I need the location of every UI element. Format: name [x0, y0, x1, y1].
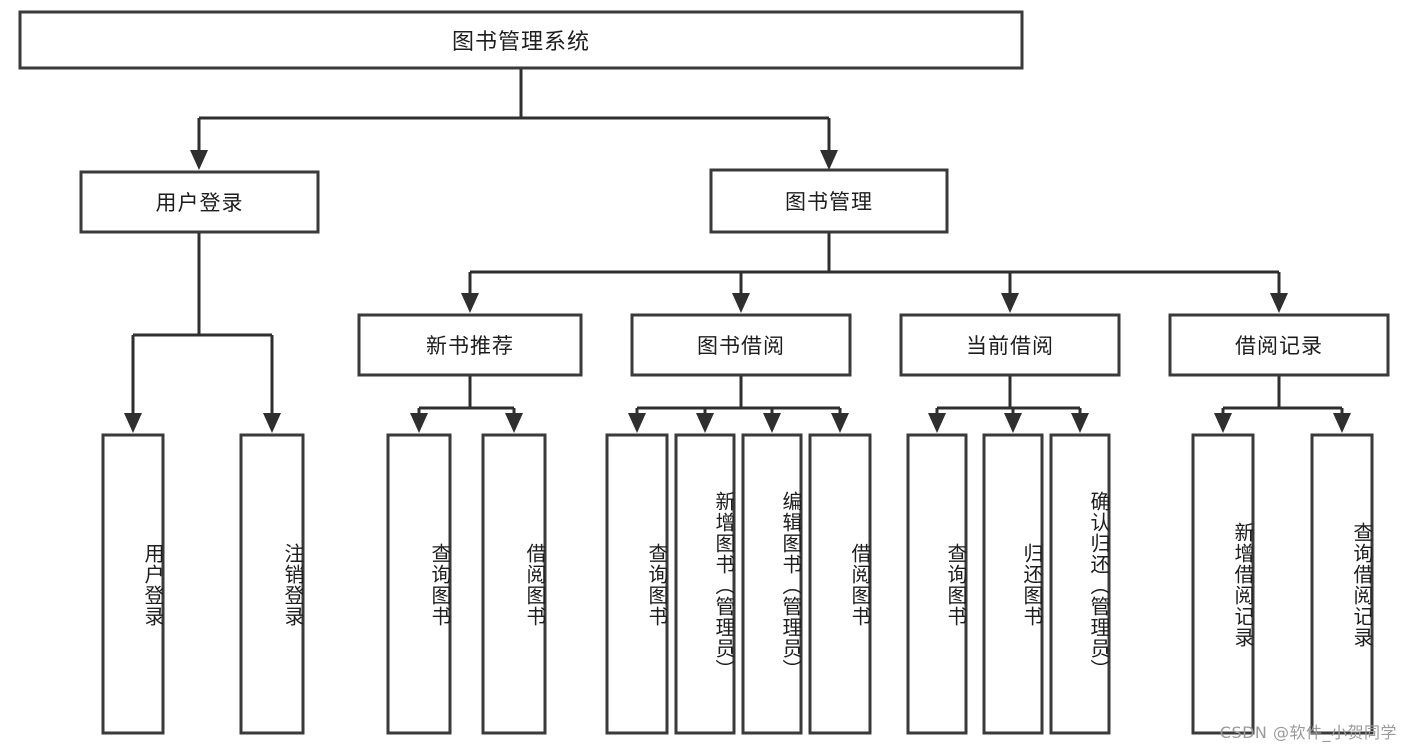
- node-box-leaf-query-book-3[interactable]: [906, 433, 968, 735]
- node-box-leaf-borrow-book-1[interactable]: [481, 433, 547, 735]
- arrow-head: [820, 150, 838, 170]
- arrow-head: [410, 413, 428, 433]
- arrow-head: [1071, 413, 1089, 433]
- node-box-leaf-edit-book[interactable]: [741, 433, 803, 735]
- node-box-leaf-query-record[interactable]: [1310, 433, 1374, 735]
- node-box-leaf-query-book-2[interactable]: [605, 433, 669, 735]
- node-box-leaf-query-book-1[interactable]: [386, 433, 452, 735]
- arrow-head: [1004, 413, 1022, 433]
- node-box-borrow-record[interactable]: [1168, 313, 1390, 377]
- watermark-text: CSDN @软件_小贺同学: [1219, 723, 1397, 742]
- node-box-leaf-confirm-return[interactable]: [1049, 433, 1111, 735]
- node-box-layer: [18, 10, 1390, 735]
- node-box-leaf-add-record[interactable]: [1191, 433, 1255, 735]
- arrow-head: [831, 413, 849, 433]
- arrow-head: [263, 413, 281, 433]
- arrow-head: [505, 413, 523, 433]
- arrow-head: [1333, 413, 1351, 433]
- arrow-head: [1001, 293, 1019, 313]
- node-box-book-manage[interactable]: [709, 168, 949, 234]
- node-box-leaf-add-book[interactable]: [674, 433, 736, 735]
- node-box-current-borrow[interactable]: [899, 313, 1121, 377]
- node-box-user-login[interactable]: [79, 170, 320, 234]
- arrow-head: [928, 413, 946, 433]
- arrow-head: [628, 413, 646, 433]
- node-box-book-borrow[interactable]: [630, 313, 852, 377]
- arrow-head: [124, 413, 142, 433]
- node-box-root[interactable]: [18, 10, 1024, 70]
- arrow-head: [1270, 293, 1288, 313]
- connector-layer: [124, 68, 1351, 433]
- node-box-leaf-return-book[interactable]: [982, 433, 1044, 735]
- arrow-head: [763, 413, 781, 433]
- node-box-new-book-recommend[interactable]: [357, 313, 583, 377]
- arrow-head: [732, 293, 750, 313]
- arrow-head: [1214, 413, 1232, 433]
- arrow-head: [696, 413, 714, 433]
- node-box-leaf-user-login[interactable]: [101, 433, 165, 735]
- node-box-leaf-borrow-book-2[interactable]: [808, 433, 872, 735]
- arrow-head: [190, 150, 208, 170]
- node-box-leaf-user-logout[interactable]: [239, 433, 305, 735]
- arrow-head: [461, 293, 479, 313]
